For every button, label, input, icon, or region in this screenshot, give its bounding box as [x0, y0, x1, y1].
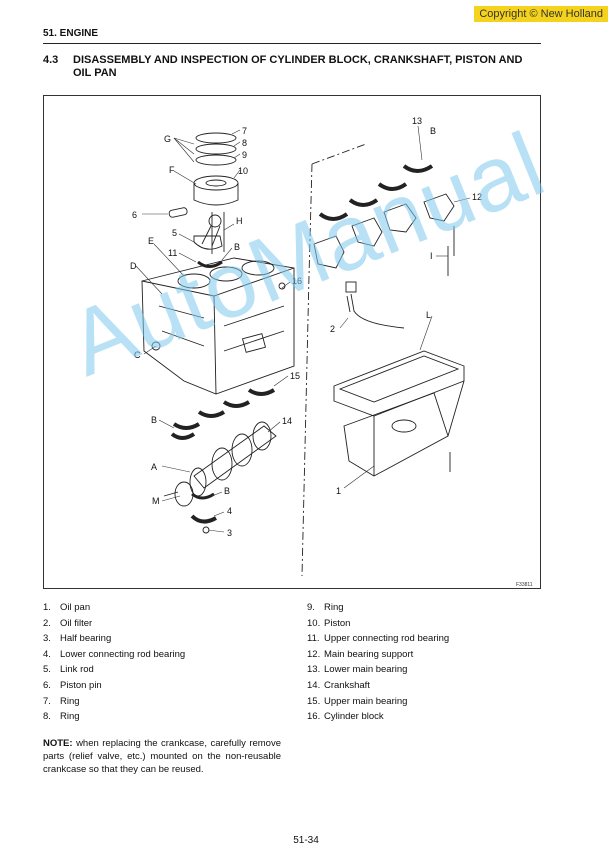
callout-11: 11: [168, 248, 177, 258]
legend-item: 5.Link rod: [43, 664, 94, 676]
callout-F: F: [169, 165, 175, 175]
divider-line-top: [311, 143, 367, 165]
main-bearing-supports: [313, 164, 455, 276]
legend-item: 1.Oil pan: [43, 602, 91, 613]
note-text: when replacing the crankcase, carefully …: [43, 738, 282, 775]
note-label: NOTE:: [43, 738, 73, 749]
crankshaft: [163, 421, 277, 507]
callout-B-right: B: [430, 126, 436, 136]
header-rule: [43, 43, 541, 44]
bearing-B-lower: [170, 432, 196, 440]
callout-H: H: [236, 216, 243, 226]
callout-labels: G 7 8 9 F 10 6 H 5 E B 11 D 16 C 15 14 B…: [130, 116, 533, 588]
legend-item: 16.Cylinder block: [307, 711, 384, 723]
callout-D: D: [130, 261, 137, 271]
callout-4: 4: [227, 506, 232, 516]
callout-E: E: [148, 236, 154, 246]
callout-13: 13: [412, 116, 422, 126]
callout-16: 16: [292, 276, 302, 286]
oil-filter: [345, 281, 405, 329]
callout-B-upper: B: [234, 242, 240, 252]
callout-1: 1: [336, 486, 341, 496]
upper-rod-bearing: [197, 260, 223, 268]
leader-lines: [135, 125, 471, 533]
legend-item: 2.Oil filter: [43, 617, 93, 629]
piston: [193, 175, 239, 206]
legend-item: 3.Half bearing: [43, 633, 112, 645]
section-title: 51. ENGINE: [43, 28, 99, 39]
callout-B-low: B: [224, 486, 230, 496]
lower-rod-bearing: [191, 492, 215, 500]
heading-number: 4.3: [43, 54, 59, 66]
callout-5: 5: [172, 228, 177, 238]
legend-item: 7.Ring: [43, 695, 80, 707]
legend-item: 8.Ring: [43, 711, 80, 723]
callout-8: 8: [242, 138, 247, 148]
divider-line: [301, 163, 313, 577]
figure-code: F33811: [516, 582, 533, 588]
callout-B-left: B: [151, 415, 157, 425]
link-rod: [193, 212, 225, 254]
legend-item: 6.Piston pin: [43, 679, 102, 691]
callout-I: I: [430, 251, 433, 261]
half-bearing: [190, 514, 217, 524]
legend-item: 10.Piston: [307, 617, 351, 629]
legend-item: 11.Upper connecting rod bearing: [307, 633, 450, 645]
note-paragraph: NOTE: when replacing the crankcase, care…: [43, 737, 281, 776]
callout-9: 9: [242, 150, 247, 160]
callout-6: 6: [132, 210, 137, 220]
page-number: 51-34: [293, 835, 319, 846]
callout-14: 14: [282, 416, 292, 426]
callout-C: C: [134, 350, 141, 360]
callout-12: 12: [472, 192, 482, 202]
piston-pin: [168, 207, 188, 218]
callout-L: L: [426, 310, 431, 320]
legend-item: 14.Crankshaft: [307, 679, 370, 691]
oil-pan: [333, 350, 465, 477]
exploded-diagram: G 7 8 9 F 10 6 H 5 E B 11 D 16 C 15 14 B…: [43, 95, 541, 589]
cylinder-block: [141, 257, 295, 395]
legend-item: 12.Main bearing support: [307, 648, 414, 660]
callout-A: A: [151, 462, 157, 472]
callout-10: 10: [238, 166, 248, 176]
legend-item: 9.Ring: [307, 602, 344, 613]
legend-left: 1.Oil pan 2.Oil filter 3.Half bearing 4.…: [43, 600, 293, 725]
engine-exploded-view: G 7 8 9 F 10 6 H 5 E B 11 D 16 C 15 14 B…: [130, 116, 533, 588]
piston-rings: [195, 132, 237, 166]
upper-main-bearings: [172, 388, 276, 430]
legend-right: 9.Ring 10.Piston 11.Upper connecting rod…: [307, 600, 547, 725]
legend-item: 15.Upper main bearing: [307, 695, 408, 707]
callout-2: 2: [330, 324, 335, 334]
callout-M: M: [152, 496, 160, 506]
legend-item: 4.Lower connecting rod bearing: [43, 648, 186, 660]
callout-G: G: [164, 134, 171, 144]
callout-15: 15: [290, 371, 300, 381]
copyright-badge: Copyright © New Holland: [474, 6, 608, 22]
callout-3: 3: [227, 528, 232, 538]
callout-7: 7: [242, 126, 247, 136]
heading-title: DISASSEMBLY AND INSPECTION OF CYLINDER B…: [73, 54, 523, 79]
legend-item: 13.Lower main bearing: [307, 664, 408, 676]
